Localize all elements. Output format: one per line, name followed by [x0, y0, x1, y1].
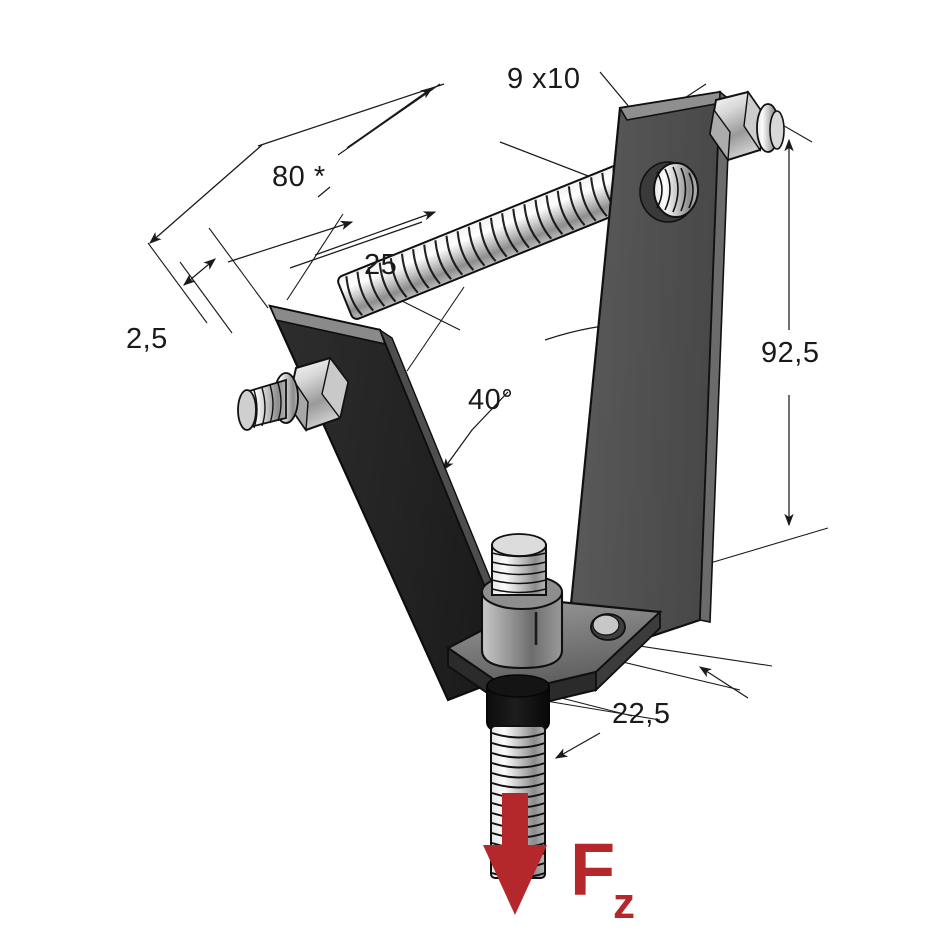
label-9x10: 9 x10 [507, 63, 580, 95]
dim-line-22-5-upper [698, 666, 749, 699]
label-22-5: 22,5 [612, 698, 670, 730]
force-label-group: F z [570, 828, 635, 928]
dim-line-2-5 [183, 258, 216, 286]
dim-line-25-left [227, 220, 354, 263]
dimension-lines-group [147, 71, 829, 759]
label-2-5: 2,5 [126, 323, 168, 355]
label-80: 80 * [272, 161, 326, 193]
dim-line-25 [314, 211, 437, 256]
dim-line-80 [149, 144, 263, 244]
label-25: 25 [364, 249, 397, 281]
bracket-arm-right [563, 90, 731, 667]
hex-nut-right[interactable] [708, 90, 785, 163]
center-bolt[interactable] [480, 533, 564, 670]
dimension-labels: 9 x10 80 * 25 2,5 40° 92,5 22,5 [126, 63, 819, 730]
force-subscript: z [613, 879, 635, 928]
rubber-sleeve [486, 674, 550, 736]
dim-line-22-5-lower [554, 732, 601, 759]
hex-nut-left[interactable] [237, 356, 350, 433]
force-arrow-down [483, 793, 547, 915]
label-92-5: 92,5 [761, 337, 819, 369]
label-40-deg: 40° [468, 384, 513, 416]
force-symbol: F [570, 828, 615, 911]
leader-40-left [442, 391, 509, 472]
